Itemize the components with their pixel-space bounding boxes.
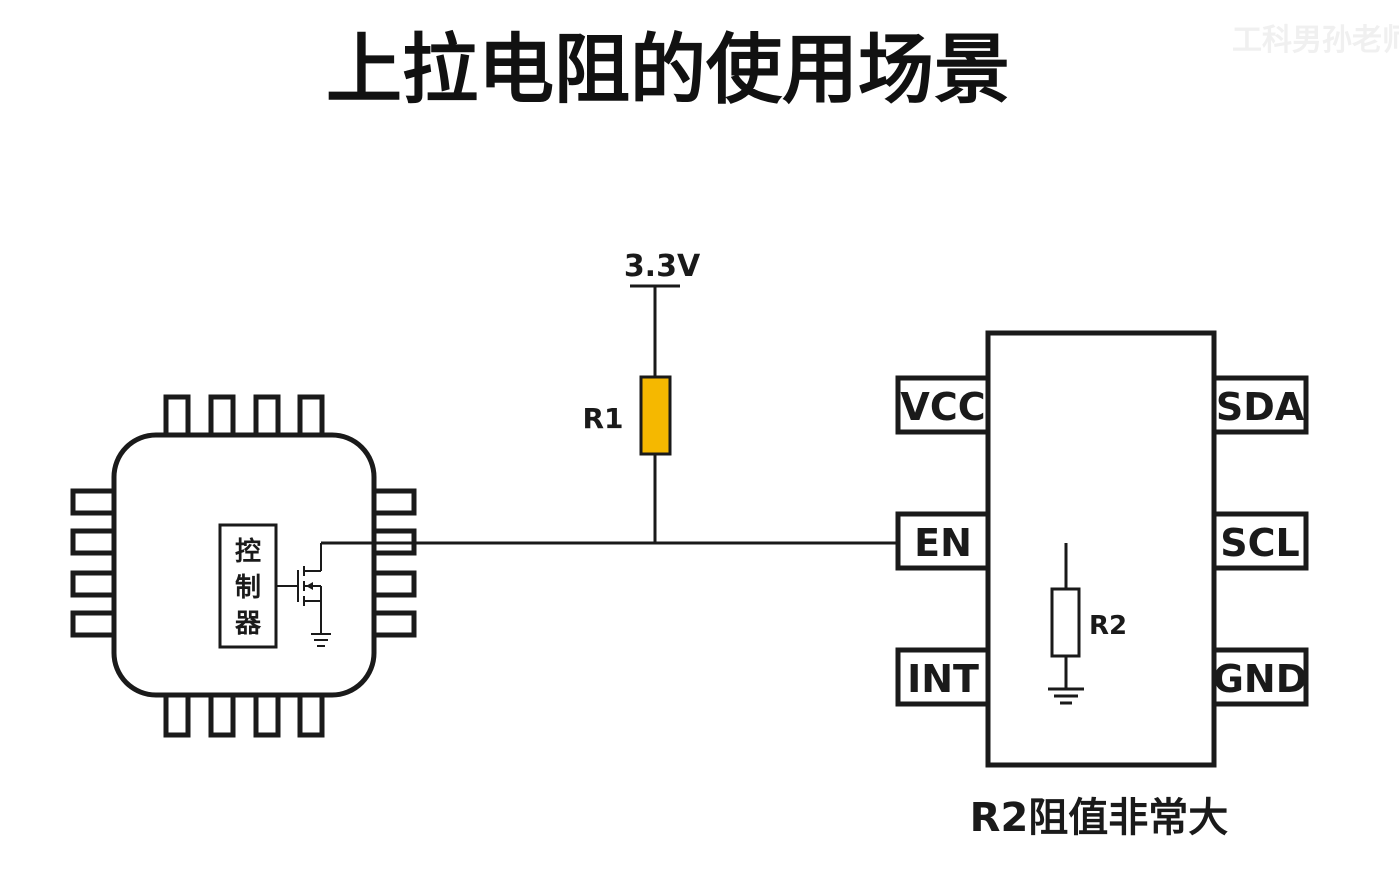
caption: R2阻值非常大 [970, 795, 1229, 841]
pin-label-sda: SDA [1216, 385, 1305, 429]
watermark: 工科男孙老师 [1232, 23, 1399, 58]
pin-label-gnd: GND [1213, 657, 1308, 701]
chip-pin-sda [1211, 375, 1309, 435]
mcu-pin [367, 610, 417, 638]
ground-icon [1048, 687, 1084, 705]
controller-label-char: 器 [234, 609, 262, 639]
mcu-pin [208, 394, 236, 440]
resistor-r1-label: R1 [582, 402, 623, 435]
supply-label: 3.3V [624, 249, 701, 284]
microcontroller: 控 制 器 [70, 394, 417, 738]
pin-label-en: EN [914, 521, 972, 565]
pin-label-int: INT [907, 657, 979, 701]
controller-label-char: 制 [235, 573, 261, 603]
mcu-pin [208, 690, 236, 738]
pin-label-scl: SCL [1220, 521, 1299, 565]
mosfet-icon [276, 543, 322, 633]
ground-icon [311, 633, 331, 647]
mcu-top-pins [163, 394, 325, 440]
resistor-r2 [1050, 587, 1081, 658]
pin-label-vcc: VCC [900, 385, 985, 429]
mcu-right-pins [367, 488, 417, 638]
page-title: 上拉电阻的使用场景 [326, 25, 1010, 114]
chip-pin-gnd [1211, 647, 1309, 707]
mcu-pin [163, 394, 191, 440]
mcu-bottom-pins [163, 690, 325, 738]
chip-body [985, 330, 1217, 768]
mcu-pin [70, 610, 120, 638]
mcu-pin [367, 570, 417, 598]
resistor-r1 [639, 375, 672, 456]
mcu-pin [253, 394, 281, 440]
controller-label-char: 控 [235, 537, 261, 567]
mcu-pin [163, 690, 191, 738]
mcu-pin [70, 488, 120, 516]
mcu-pin [70, 570, 120, 598]
mcu-left-pins [70, 488, 120, 638]
mcu-pin [297, 690, 325, 738]
mcu-pin [253, 690, 281, 738]
controller-box [218, 523, 278, 649]
mcu-pin [70, 528, 120, 556]
mcu-pin [367, 488, 417, 516]
mcu-pin [297, 394, 325, 440]
peripheral-chip: VCC EN INT SDA SCL GND R2 [895, 330, 1309, 768]
resistor-r2-label: R2 [1089, 611, 1127, 641]
